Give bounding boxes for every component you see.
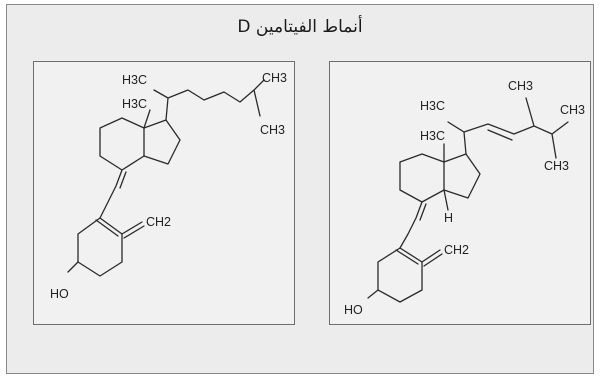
label-methylene-left: CH2 — [146, 215, 171, 229]
ring-a-double-right — [395, 249, 419, 265]
ring-a-right — [377, 247, 423, 303]
side-chain-left — [153, 79, 265, 121]
label-top-methyl-left: H3C — [122, 73, 147, 87]
label-top-methyl-right: H3C — [420, 99, 445, 113]
label-hydroxyl-right: HO — [344, 303, 363, 317]
vitamin-d-figure: أنماط الفيتامين D H3C H3C CH3 CH3 — [6, 4, 594, 374]
methylene-bond-right — [421, 249, 443, 267]
structure-diagram-right: H3C H3C CH3 CH3 CH3 H CH2 HO — [344, 79, 585, 317]
hydroxyl-bond-left — [67, 261, 79, 273]
linkage-double-left — [119, 171, 127, 189]
label-hydroxyl-left: HO — [50, 287, 69, 301]
ring-a-left — [77, 217, 123, 277]
ring-a-double-left — [95, 219, 119, 237]
label-hydrogen-right: H — [444, 211, 453, 225]
ring-six-left — [99, 117, 145, 171]
ring-methyl-bond-left — [143, 109, 151, 129]
ring-five-right — [443, 153, 481, 199]
ring-six-right — [399, 153, 445, 203]
structure-panel-right: H3C H3C CH3 CH3 CH3 H CH2 HO — [329, 61, 591, 325]
side-chain-right — [447, 97, 569, 159]
label-branch-methyl-bottom-left: CH3 — [260, 123, 285, 137]
ring-five-left — [143, 119, 181, 165]
label-branch-methyl-bottom-right: CH3 — [544, 159, 569, 173]
label-ring-methyl-right: H3C — [420, 129, 445, 143]
label-methylene-right: CH2 — [444, 243, 469, 257]
hydroxyl-bond-right — [367, 289, 379, 299]
label-branch-methyl-right: CH3 — [560, 103, 585, 117]
linkage-right — [399, 201, 423, 249]
linkage-left — [99, 169, 123, 219]
methylene-bond-left — [121, 221, 145, 239]
figure-title: أنماط الفيتامين D — [237, 17, 363, 37]
side-chain-double-right — [487, 129, 513, 141]
structure-panel-left: H3C H3C CH3 CH3 CH2 HO — [33, 61, 295, 325]
label-chain-methyl-right: CH3 — [508, 79, 533, 93]
hydrogen-bond-right — [443, 189, 449, 211]
label-branch-methyl-top-left: CH3 — [262, 71, 287, 85]
label-ring-methyl-left: H3C — [122, 97, 147, 111]
structure-diagram-left: H3C H3C CH3 CH3 CH2 HO — [50, 71, 287, 301]
linkage-double-right — [419, 203, 427, 221]
